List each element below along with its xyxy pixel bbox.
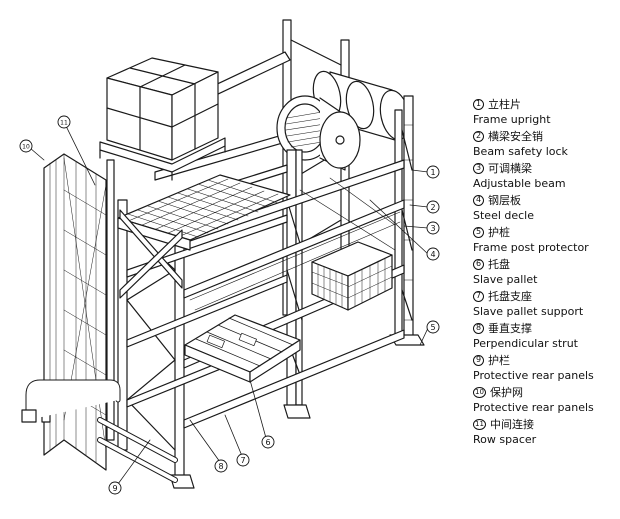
cable-spool xyxy=(276,95,361,171)
legend-label-zh: 可调横梁 xyxy=(488,162,532,175)
svg-text:3: 3 xyxy=(430,224,435,233)
legend-number-4: 4 xyxy=(473,194,484,206)
callout-11: 11 xyxy=(57,115,71,129)
svg-text:4: 4 xyxy=(430,250,435,259)
legend-item-4: 4 钢层板 Steel decle xyxy=(473,192,619,224)
legend-number-6: 6 xyxy=(473,258,484,270)
legend-label-zh: 护桩 xyxy=(488,226,510,239)
svg-text:5: 5 xyxy=(430,323,435,332)
legend-label-en: Adjustable beam xyxy=(473,177,566,190)
legend-label-en: Steel decle xyxy=(473,209,535,222)
mesh-basket xyxy=(311,241,393,311)
wire-mesh-deck xyxy=(117,174,291,251)
protective-mesh-panel xyxy=(41,153,107,471)
legend-item-8: 8 垂直支撑 Perpendicular strut xyxy=(473,320,619,352)
legend-item-6: 6 托盘 Slave pallet xyxy=(473,256,619,288)
callout-1: 1 xyxy=(426,165,440,179)
legend-label-zh: 垂直支撑 xyxy=(488,322,532,335)
rack-illustration: 1 2 3 4 5 6 7 8 9 10 11 xyxy=(19,19,440,495)
svg-text:11: 11 xyxy=(60,120,68,127)
legend-label-en: Slave pallet support xyxy=(473,305,584,318)
legend-number-10: 10 xyxy=(473,386,486,398)
legend-number-1: 1 xyxy=(473,98,484,110)
legend-item-2: 2 横梁安全销 Beam safety lock xyxy=(473,128,619,160)
legend-number-3: 3 xyxy=(473,162,484,174)
boxes xyxy=(99,57,226,181)
legend-label-en: Row spacer xyxy=(473,433,537,446)
legend-label-zh: 钢层板 xyxy=(488,194,521,207)
callout-4: 4 xyxy=(426,247,440,261)
leader-lines xyxy=(29,125,429,485)
cross-bracing xyxy=(119,209,183,299)
legend-item-10: 10 保护网 Protective rear panels xyxy=(473,384,619,416)
legend-number-5: 5 xyxy=(473,226,484,238)
guard-rail xyxy=(21,379,178,483)
legend-label-en: Frame upright xyxy=(473,113,551,126)
callout-10: 10 xyxy=(19,139,33,153)
legend-label-en: Beam safety lock xyxy=(473,145,568,158)
svg-text:2: 2 xyxy=(430,203,435,212)
legend-label-zh: 中间连接 xyxy=(490,418,534,431)
svg-text:10: 10 xyxy=(22,144,30,151)
legend-item-11: 11 中间连接 Row spacer xyxy=(473,416,619,448)
callout-8: 8 xyxy=(214,459,228,473)
svg-text:6: 6 xyxy=(265,438,270,447)
legend-item-3: 3 可调横梁 Adjustable beam xyxy=(473,160,619,192)
legend-label-zh: 立柱片 xyxy=(488,98,521,111)
front-right-upright xyxy=(389,95,425,346)
legend-label-zh: 托盘 xyxy=(488,258,510,271)
legend-label-en: Perpendicular strut xyxy=(473,337,578,350)
left-inner-frame xyxy=(106,159,115,441)
slave-pallet xyxy=(184,314,301,383)
legend-item-9: 9 护栏 Protective rear panels xyxy=(473,352,619,384)
legend-label-zh: 横梁安全销 xyxy=(488,130,543,143)
svg-text:7: 7 xyxy=(240,456,245,465)
legend-label-en: Frame post protector xyxy=(473,241,589,254)
callout-6: 6 xyxy=(261,435,275,449)
legend-label-en: Protective rear panels xyxy=(473,369,594,382)
legend-label-zh: 托盘支座 xyxy=(488,290,532,303)
steel-deck xyxy=(189,177,401,311)
legend-label-en: Protective rear panels xyxy=(473,401,594,414)
callout-7: 7 xyxy=(236,453,250,467)
legend-item-1: 1 立柱片 Frame upright xyxy=(473,96,619,128)
legend-item-5: 5 护桩 Frame post protector xyxy=(473,224,619,256)
callouts: 1 2 3 4 5 6 7 8 9 10 11 xyxy=(19,115,440,495)
legend-number-8: 8 xyxy=(473,322,484,334)
legend-number-11: 11 xyxy=(473,418,486,430)
legend-item-7: 7 托盘支座 Slave pallet support xyxy=(473,288,619,320)
legend-label-zh: 保护网 xyxy=(490,386,523,399)
svg-text:1: 1 xyxy=(430,168,435,177)
callout-5: 5 xyxy=(426,320,440,334)
legend-number-2: 2 xyxy=(473,130,484,142)
legend-number-7: 7 xyxy=(473,290,484,302)
callout-2: 2 xyxy=(426,200,440,214)
callout-9: 9 xyxy=(108,481,122,495)
svg-text:8: 8 xyxy=(218,462,223,471)
legend-label-zh: 护栏 xyxy=(488,354,510,367)
svg-text:9: 9 xyxy=(112,484,117,493)
parts-legend: 1 立柱片 Frame upright 2 横梁安全销 Beam safety lo… xyxy=(473,96,619,448)
callout-3: 3 xyxy=(426,221,440,235)
legend-number-9: 9 xyxy=(473,354,484,366)
legend-label-en: Slave pallet xyxy=(473,273,538,286)
